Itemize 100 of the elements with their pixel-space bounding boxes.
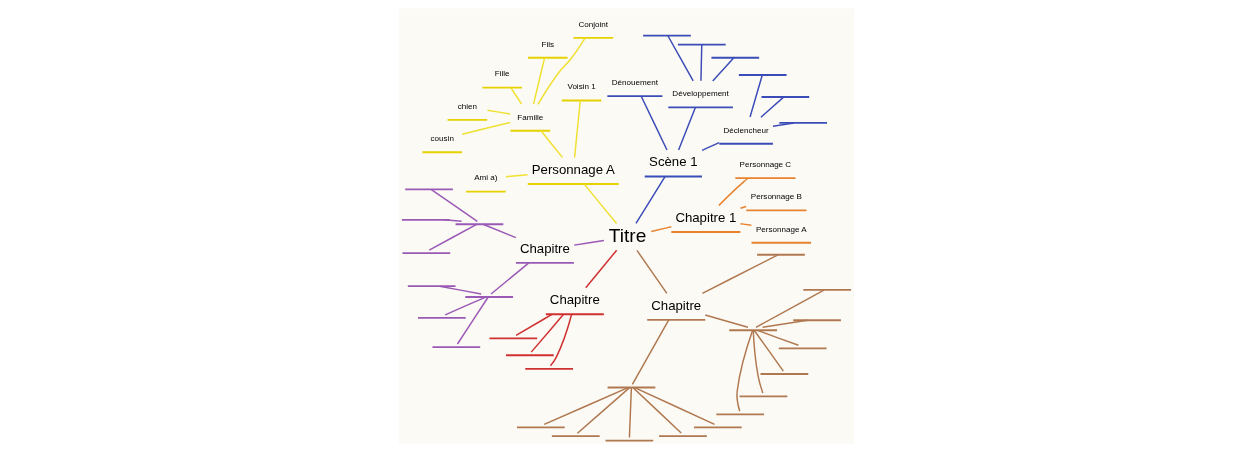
node-line (463, 296, 514, 298)
connector (430, 188, 478, 223)
connector (711, 57, 735, 82)
connector (576, 386, 630, 434)
connector (753, 329, 784, 372)
node-line (606, 386, 656, 389)
connector (631, 319, 669, 386)
connector (532, 57, 545, 105)
connector (536, 37, 586, 106)
node-text: Titre (608, 224, 646, 246)
connector (584, 249, 617, 289)
connector (700, 141, 720, 152)
node-text: Ami a) (473, 173, 498, 183)
connector (677, 106, 696, 151)
connector (530, 313, 564, 353)
node-line (760, 96, 810, 98)
node-text: Scène 1 (648, 154, 698, 170)
connector (549, 313, 572, 367)
node-line (759, 373, 809, 375)
node-line (400, 218, 451, 221)
node-text: cousin (430, 134, 454, 144)
node-text: Famille (516, 112, 543, 122)
node-text: Voisin 1 (566, 82, 596, 92)
node-line (777, 347, 827, 350)
node-text: Dénouement (611, 78, 658, 87)
connector (752, 329, 764, 394)
node-line (515, 426, 566, 429)
connector (739, 223, 752, 226)
node-text: Chapitre (650, 297, 701, 313)
node-text: chien (457, 101, 477, 111)
connector (481, 223, 517, 239)
connector (704, 314, 749, 329)
connector (754, 289, 825, 328)
connector (701, 254, 779, 295)
node-line (657, 435, 708, 438)
connector (759, 96, 784, 118)
connector (771, 122, 795, 127)
node-text: Fille (494, 69, 510, 79)
node-text: Personnage A (531, 162, 615, 177)
connector (456, 296, 489, 345)
node-text: Personnage A (755, 224, 807, 234)
node-line (401, 252, 451, 255)
node-line (755, 253, 806, 256)
connector (739, 205, 747, 209)
node-text: Fils (540, 39, 554, 49)
connector (514, 313, 553, 337)
node-line (416, 316, 467, 319)
connector (735, 329, 753, 413)
connector (761, 319, 808, 329)
node-line (504, 354, 555, 357)
node-text: Déclencheur (722, 125, 769, 135)
connector (443, 296, 486, 316)
node-line (431, 346, 481, 349)
connector (666, 35, 694, 82)
connector (573, 100, 581, 159)
connector (650, 226, 672, 233)
node-line (692, 426, 743, 429)
connector (543, 386, 629, 426)
node-line (488, 337, 538, 340)
connector (509, 86, 522, 105)
connector (489, 262, 530, 295)
node-line (777, 122, 828, 124)
connector (539, 130, 563, 159)
connector (717, 177, 749, 207)
connector (633, 386, 715, 426)
connector (699, 43, 702, 82)
node-line (550, 435, 601, 438)
connector (631, 386, 682, 434)
node-text: Personnage B (750, 192, 802, 202)
node-line (801, 288, 852, 291)
node-text: Chapitre 1 (674, 210, 736, 226)
connector (486, 109, 511, 115)
node-line (738, 395, 788, 398)
connector (583, 183, 617, 225)
node-text: Développement (671, 89, 729, 99)
connector (572, 239, 605, 246)
node-line (737, 74, 787, 76)
connector (756, 329, 799, 347)
node-line (714, 413, 765, 416)
node-line (710, 56, 760, 59)
node-text: Chapitre (519, 240, 570, 256)
node-line (406, 285, 456, 288)
connector (504, 174, 528, 178)
connector (442, 219, 462, 223)
connector (748, 74, 763, 118)
connector (635, 249, 668, 295)
node-line (676, 43, 727, 46)
node-line (403, 188, 454, 191)
node-line (454, 223, 504, 226)
node-text: Conjoint (577, 19, 608, 29)
node-line (604, 439, 654, 442)
node-line (791, 319, 842, 322)
connector (428, 223, 477, 251)
node-line (523, 367, 574, 370)
node-line (641, 34, 692, 37)
node-line (727, 329, 778, 332)
connector (634, 175, 666, 225)
connector (628, 386, 632, 439)
node-text: Chapitre (549, 292, 600, 308)
node-text: Personnage C (739, 159, 791, 169)
